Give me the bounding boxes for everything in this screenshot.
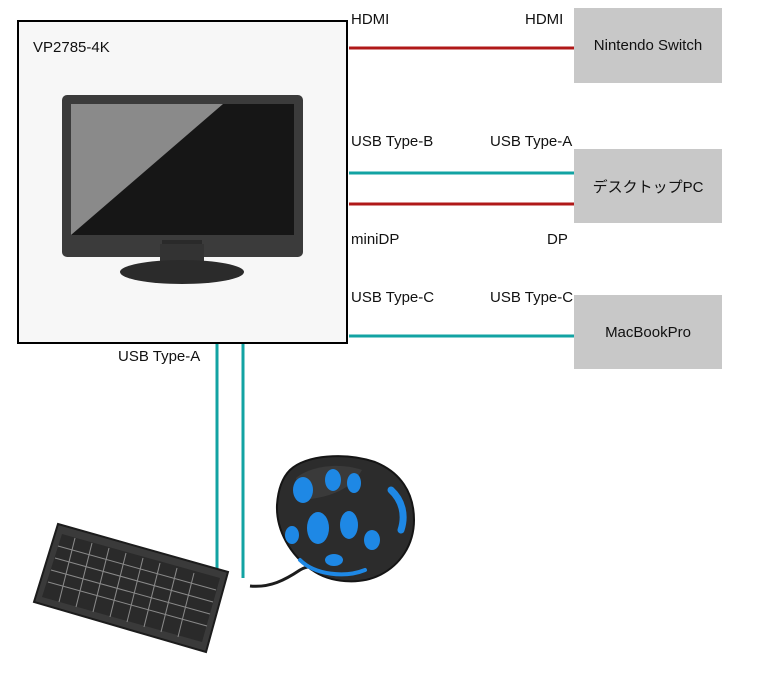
dp-label: DP (547, 231, 568, 248)
usb-type-c-monitor-label: USB Type-C (351, 289, 435, 306)
macbook-pro-box: MacBookPro (574, 295, 722, 369)
macbook-pro-label: MacBookPro (605, 323, 691, 341)
usb-type-a-desktop-label: USB Type-A (490, 133, 573, 150)
monitor-icon (62, 95, 303, 284)
nintendo-switch-box: Nintendo Switch (574, 8, 722, 83)
monitor-name: VP2785-4K (33, 39, 110, 56)
desktop-pc-label: デスクトップPC (592, 178, 704, 196)
usb-type-b-label: USB Type-B (351, 133, 434, 150)
hdmi-monitor-label: HDMI (351, 11, 390, 28)
minidp-label: miniDP (351, 231, 400, 248)
gaming-mouse-icon (249, 455, 416, 588)
keyboard-icon (32, 522, 230, 654)
hdmi-switch-label: HDMI (525, 11, 564, 28)
nintendo-switch-label: Nintendo Switch (593, 37, 703, 54)
usb-type-c-macbook-label: USB Type-C (490, 289, 574, 306)
desktop-pc-box: デスクトップPC (574, 149, 722, 223)
usb-type-a-peripheral-label: USB Type-A (118, 348, 201, 365)
